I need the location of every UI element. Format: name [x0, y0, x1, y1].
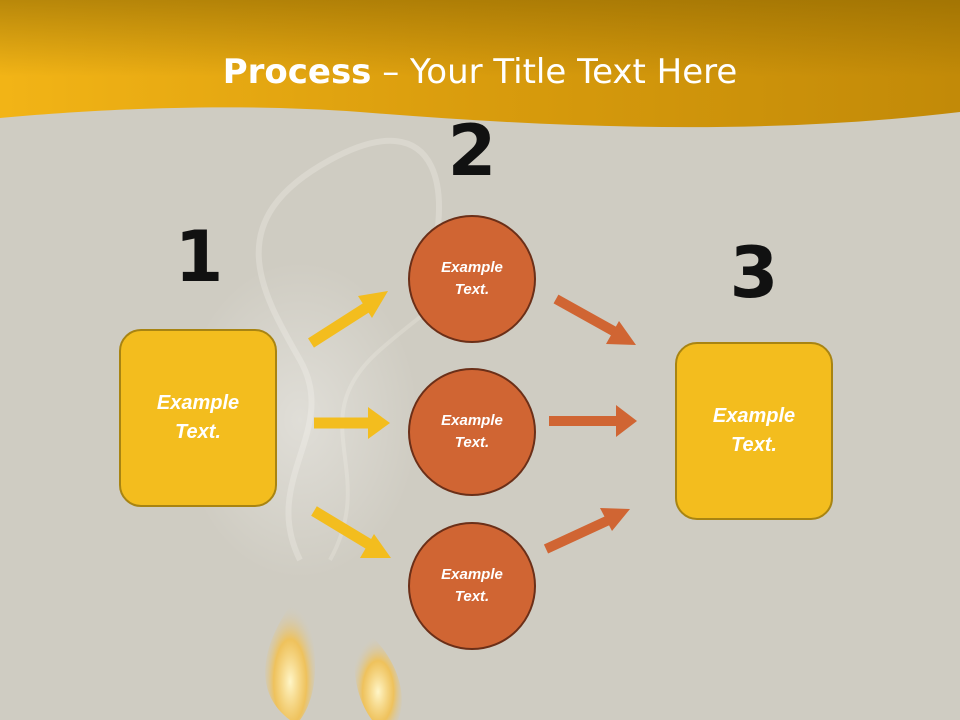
step-2-circle-top: Example Text.	[408, 215, 536, 343]
flame-right	[354, 626, 402, 720]
step-number-3: 3	[729, 232, 779, 314]
arrow-2-to-3-top	[553, 294, 636, 345]
title-bold: Process	[222, 52, 372, 92]
step-2-label-top: Example Text.	[441, 258, 503, 299]
step-2-label-bottom: Example Text.	[441, 565, 503, 606]
step-1-label: Example Text.	[156, 392, 240, 443]
step-3-box: Example Text.	[675, 342, 833, 520]
arrow-1-to-2-top	[308, 291, 388, 348]
arrow-1-to-2-bottom	[311, 506, 391, 558]
arrow-1-to-2-middle	[314, 407, 390, 439]
arrow-2-to-3-middle	[549, 405, 637, 437]
step-2-circle-bottom: Example Text.	[408, 522, 536, 650]
header-banner	[0, 0, 960, 128]
step-number-2: 2	[447, 110, 497, 192]
step-2-circle-middle: Example Text.	[408, 368, 536, 496]
step-2-label-middle: Example Text.	[441, 411, 503, 452]
title-rest: – Your Title Text Here	[371, 52, 738, 92]
step-number-1: 1	[174, 216, 224, 298]
step-1-box: Example Text.	[119, 329, 277, 507]
step-3-label: Example Text.	[712, 405, 796, 456]
arrow-2-to-3-bottom	[543, 508, 630, 554]
flame-left	[265, 592, 316, 720]
slide-title: Process – Your Title Text Here	[0, 52, 960, 92]
